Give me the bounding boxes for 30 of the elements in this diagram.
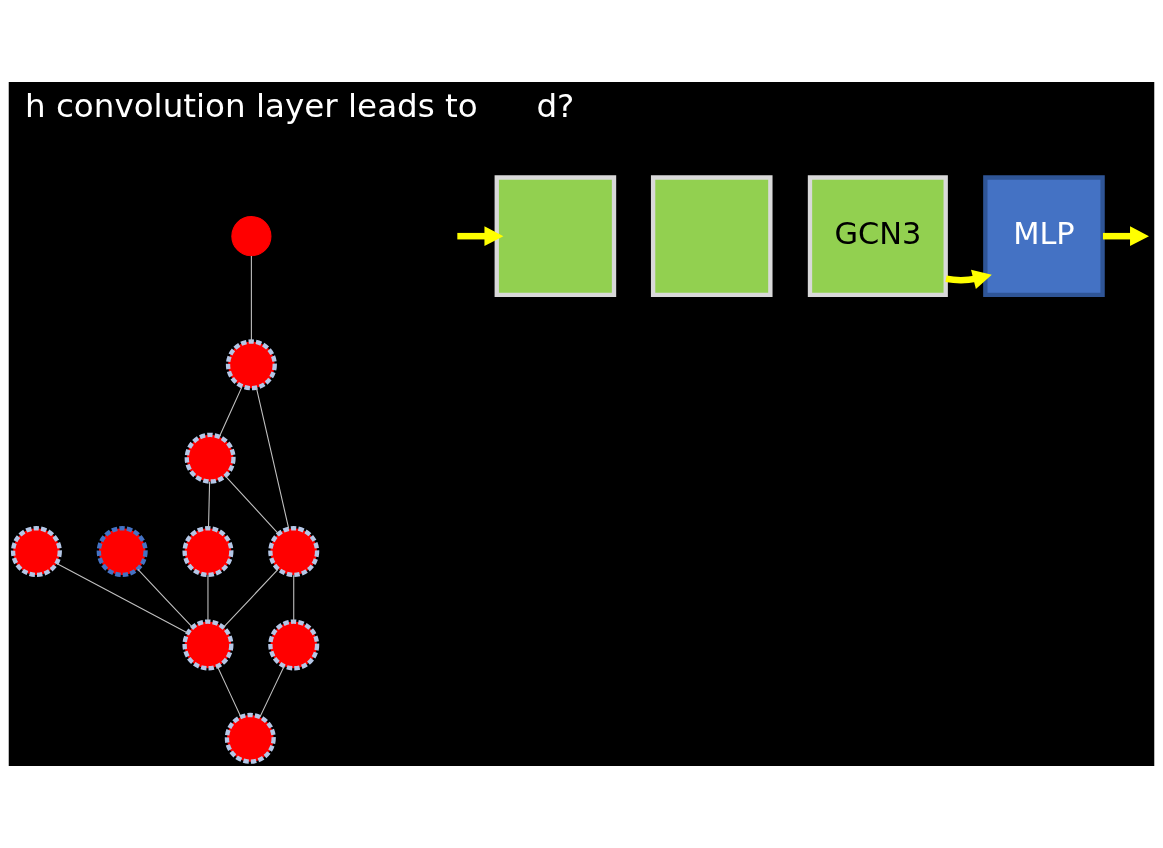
connector <box>255 387 290 530</box>
node-box: GCN3 <box>807 175 948 297</box>
arrow <box>457 226 504 247</box>
connector <box>259 665 285 718</box>
connector <box>250 255 252 342</box>
connector <box>218 386 243 438</box>
connector <box>207 574 209 623</box>
node-circle <box>182 619 234 671</box>
node-circle <box>184 432 236 484</box>
label: d? <box>536 86 575 125</box>
node-circle <box>10 526 62 578</box>
connector <box>224 475 280 535</box>
node-box <box>650 175 773 297</box>
connector <box>56 562 189 634</box>
node-circle <box>224 712 276 764</box>
arrow <box>1102 226 1149 247</box>
node-circle <box>96 526 148 578</box>
node-circle <box>182 526 234 578</box>
node-circle <box>231 216 272 257</box>
connector <box>217 666 242 718</box>
node-box <box>494 175 617 297</box>
label: h convolution layer leads to <box>24 86 478 125</box>
connector <box>137 568 193 628</box>
connector <box>293 574 295 623</box>
node-circle <box>268 526 320 578</box>
connector <box>207 481 211 529</box>
node-circle <box>225 339 277 391</box>
node-circle <box>268 619 320 671</box>
node-box: MLP <box>983 175 1105 297</box>
connector <box>223 568 279 628</box>
